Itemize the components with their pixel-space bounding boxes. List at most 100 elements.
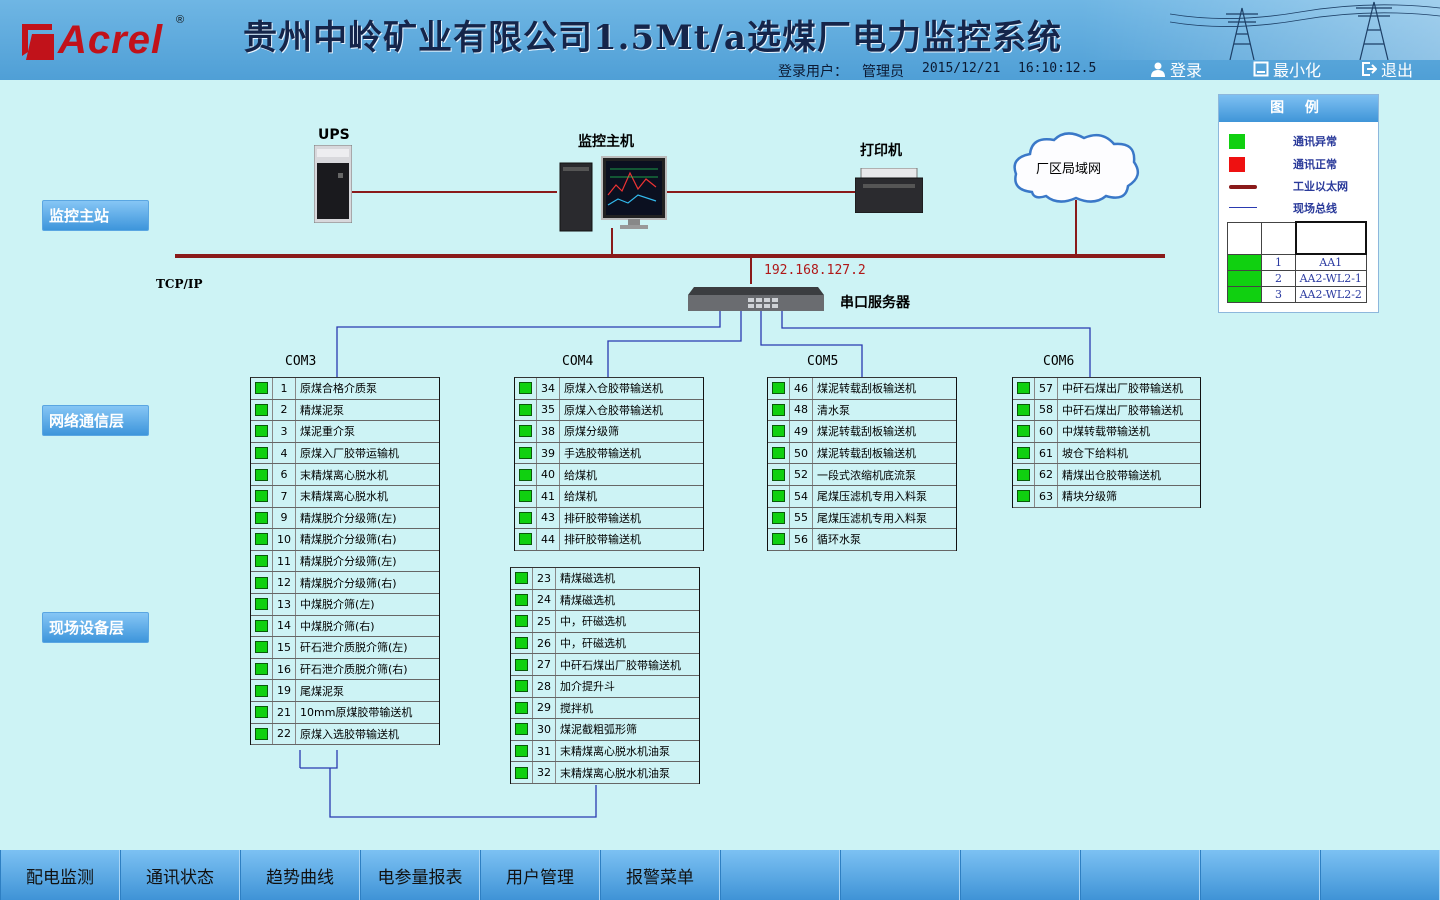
fieldbus-line-icon <box>1229 207 1257 208</box>
login-button[interactable]: 登录 <box>1150 59 1202 80</box>
device-row[interactable]: 38 原煤分级筛 <box>515 421 703 443</box>
nav-alarm-menu[interactable]: 报警菜单 <box>600 850 720 900</box>
power-tower-icon <box>1170 1 1440 60</box>
status-led-icon <box>515 485 537 507</box>
device-name: 原煤分级筛 <box>564 425 619 439</box>
nav-empty-slot[interactable] <box>1200 850 1320 900</box>
layer-master-button[interactable]: 监控主站 <box>42 200 149 231</box>
status-led-icon <box>251 529 273 550</box>
minimize-icon <box>1253 61 1269 77</box>
device-name: 煤泥转载刮板输送机 <box>817 425 916 439</box>
user-label: 登录用户： <box>778 64 848 80</box>
legend-label: 通讯异常 <box>1293 135 1337 148</box>
com4-label: COM4 <box>562 354 594 369</box>
device-name: 清水泵 <box>817 403 850 417</box>
device-number: 10 <box>273 529 296 550</box>
nav-empty-slot[interactable] <box>840 850 960 900</box>
status-led-icon <box>515 421 537 442</box>
minimize-button[interactable]: 最小化 <box>1253 59 1322 80</box>
nav-empty-slot[interactable] <box>720 850 840 900</box>
nav-electric-report[interactable]: 电参量报表 <box>360 850 480 900</box>
status-led-icon <box>515 464 537 485</box>
device-name: 尾煤泥泵 <box>300 684 344 698</box>
app-title: 贵州中岭矿业有限公司1.5Mt/a选煤厂电力监控系统 <box>243 18 1062 58</box>
device-number: 6 <box>273 464 296 485</box>
status-led-icon <box>511 762 533 783</box>
layer-network-button[interactable]: 网络通信层 <box>42 405 149 436</box>
device-number: 60 <box>1035 421 1058 442</box>
device-number: 62 <box>1035 464 1058 485</box>
status-led-icon <box>768 529 790 550</box>
nav-empty-slot[interactable] <box>1080 850 1200 900</box>
device-number: 54 <box>790 485 813 507</box>
status-led-icon <box>511 589 533 611</box>
device-number: 38 <box>537 421 560 442</box>
device-number: 49 <box>790 421 813 442</box>
device-name: 精煤脱介分级筛(右) <box>300 576 397 590</box>
exit-button[interactable]: 退出 <box>1361 59 1413 80</box>
status-led-icon <box>251 550 273 572</box>
nav-power-monitor[interactable]: 配电监测 <box>0 850 120 900</box>
nav-comm-status[interactable]: 通讯状态 <box>120 850 240 900</box>
legend-label: 通讯正常 <box>1293 158 1337 171</box>
device-number: 1 <box>273 378 296 399</box>
device-name: 排矸胶带输送机 <box>564 511 641 525</box>
nav-empty-slot[interactable] <box>960 850 1080 900</box>
nav-user-management[interactable]: 用户管理 <box>480 850 600 900</box>
minimize-label: 最小化 <box>1273 61 1322 80</box>
layer-field-button[interactable]: 现场设备层 <box>42 612 149 643</box>
device-row[interactable]: 49 煤泥转载刮板输送机 <box>768 421 956 443</box>
nav-trend-curve[interactable]: 趋势曲线 <box>240 850 360 900</box>
nav-empty-slot[interactable] <box>1320 850 1440 900</box>
